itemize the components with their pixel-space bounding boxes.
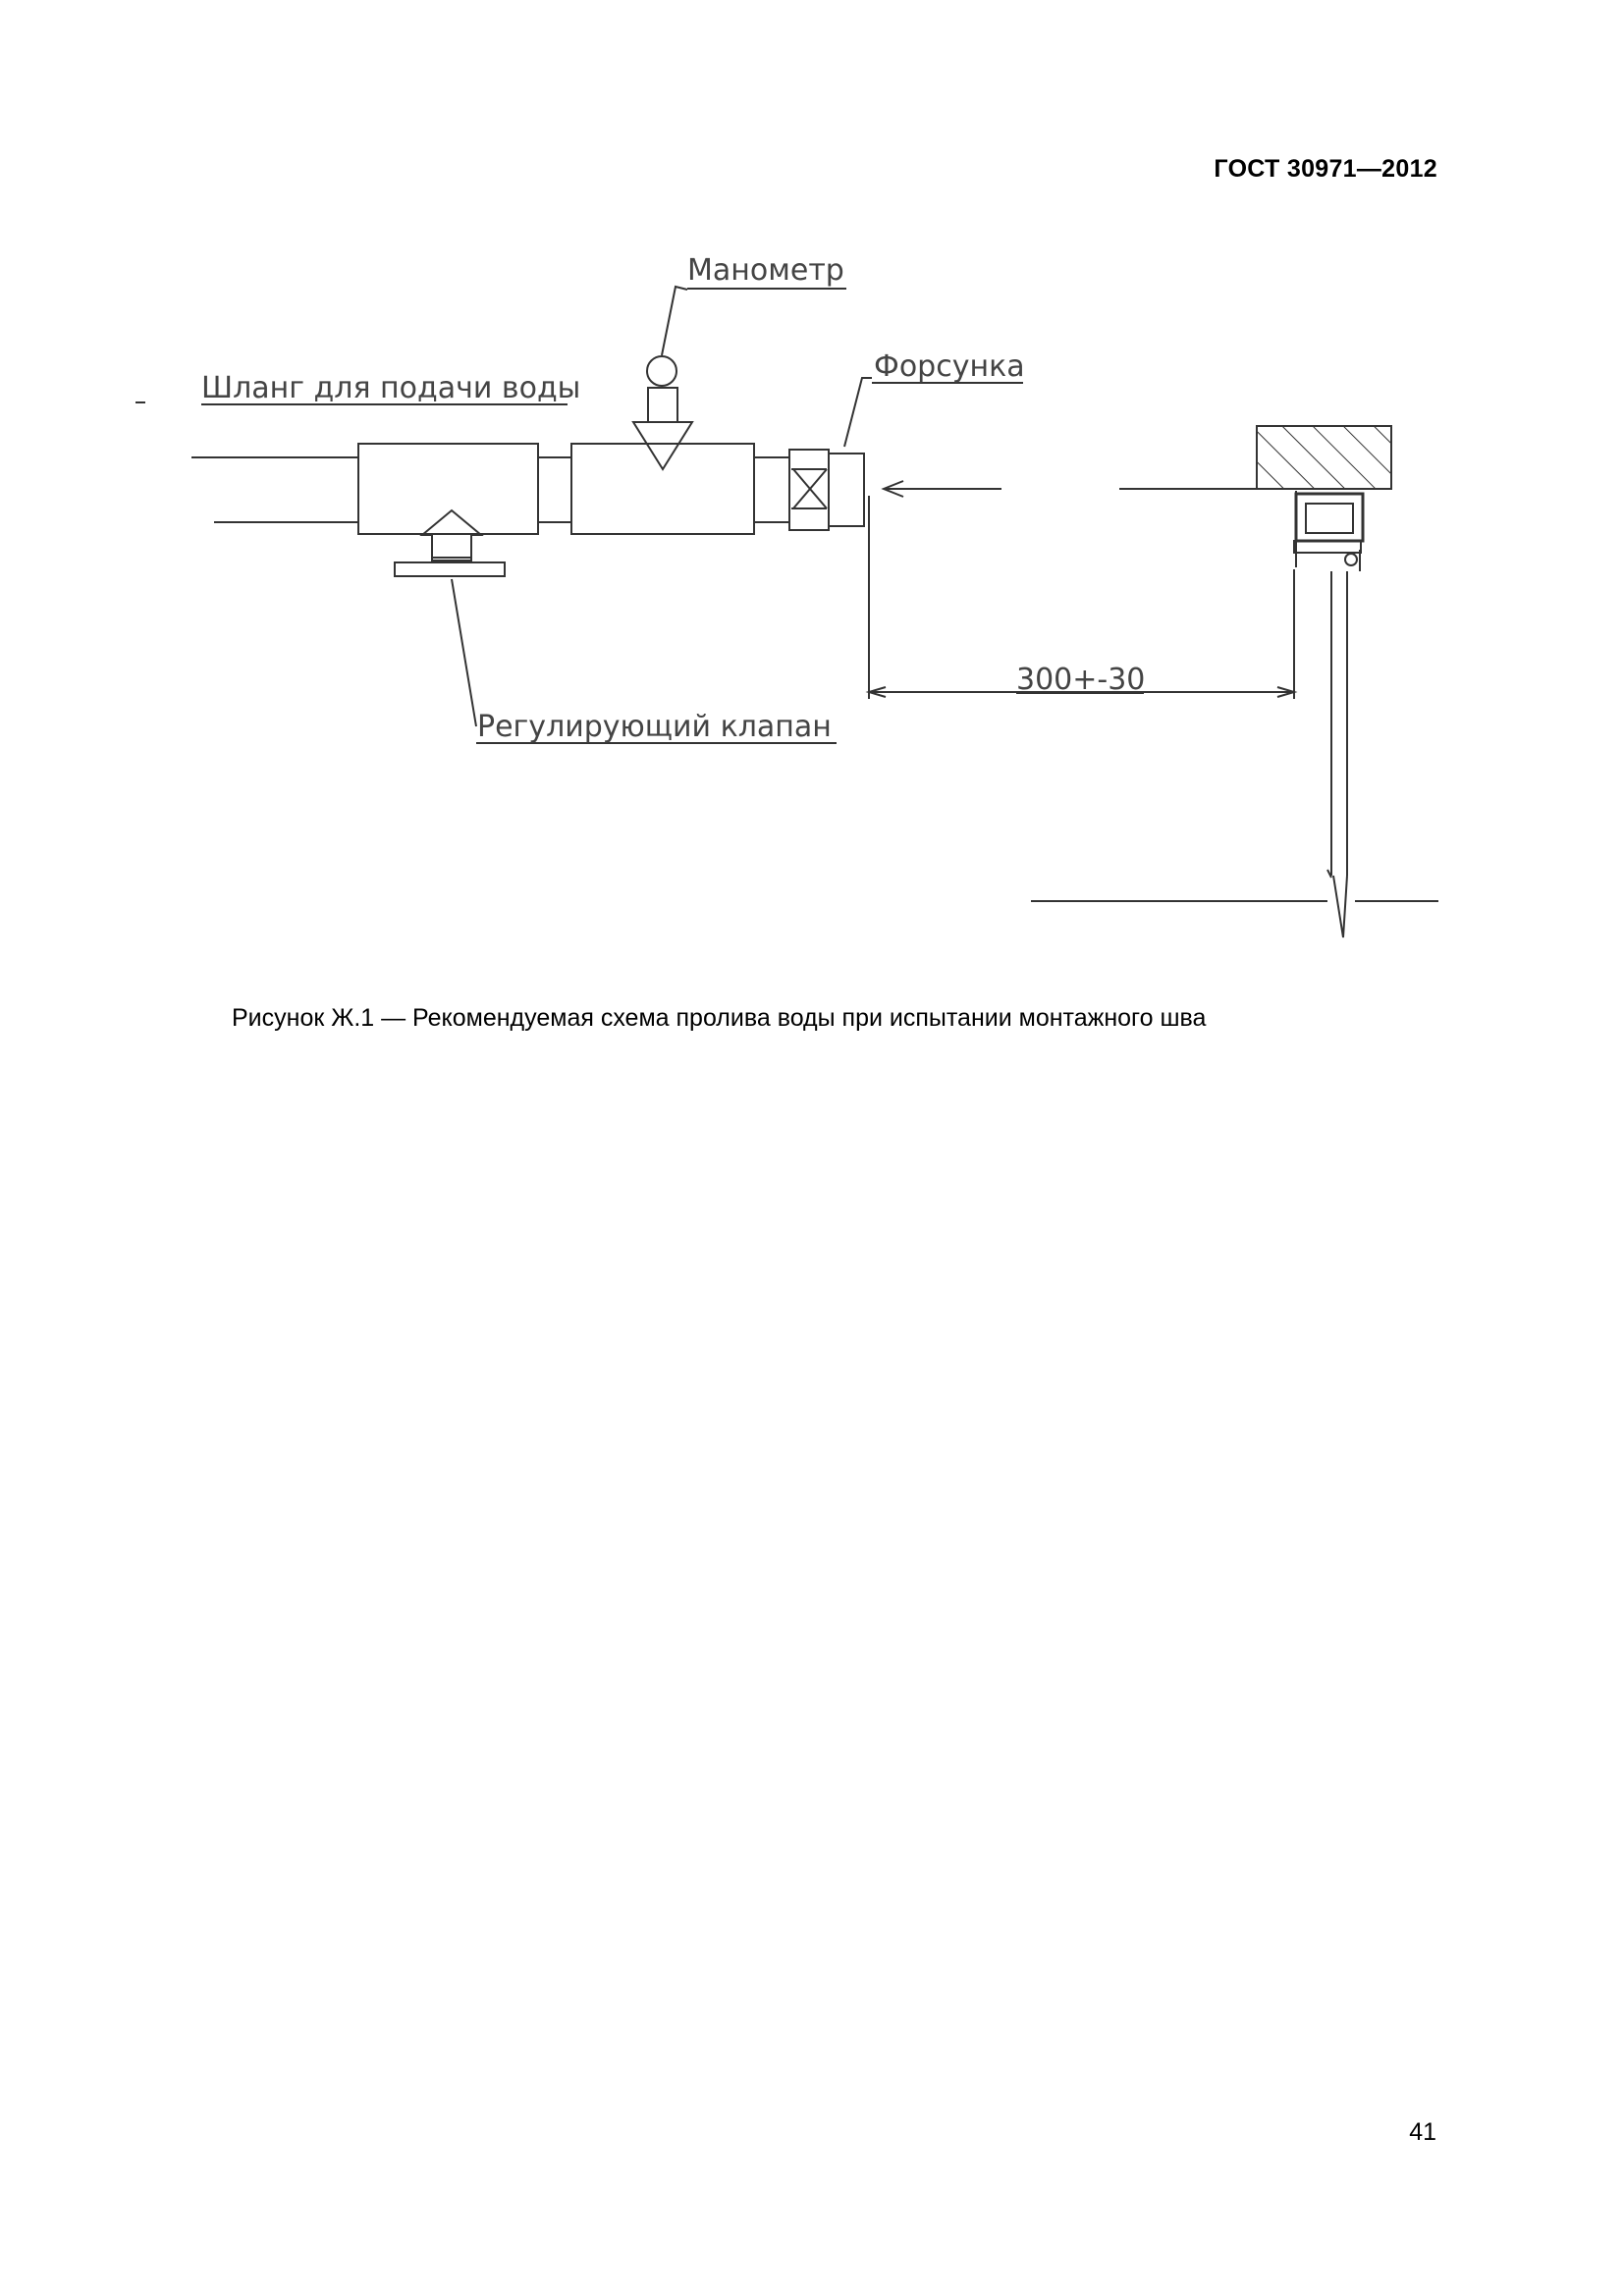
hose (191, 456, 358, 523)
label-distance: 300+-30 (1016, 663, 1145, 697)
label-hose: Шланг для подачи воды (201, 371, 580, 405)
manometer-tee (570, 355, 755, 535)
water-spray-diagram: Манометр Шланг для подачи воды Форсунка … (135, 253, 1438, 938)
page-number: 41 (1409, 2118, 1436, 2146)
label-nozzle: Форсунка (874, 349, 1025, 384)
figure-caption: Рисунок Ж.1 — Рекомендуемая схема пролив… (232, 1004, 1207, 1032)
label-manometer: Манометр (687, 253, 844, 288)
label-underlines (201, 288, 1144, 744)
wall-section (1031, 425, 1438, 938)
document-header: ГОСТ 30971—2012 (1214, 155, 1437, 183)
label-valve: Регулирующий клапан (477, 710, 832, 744)
manometer-gauge (646, 355, 677, 387)
spray-direction-arrow (881, 480, 1259, 498)
nozzle-assembly (753, 449, 865, 531)
leader-lines (135, 285, 872, 727)
valve-body (357, 443, 572, 577)
